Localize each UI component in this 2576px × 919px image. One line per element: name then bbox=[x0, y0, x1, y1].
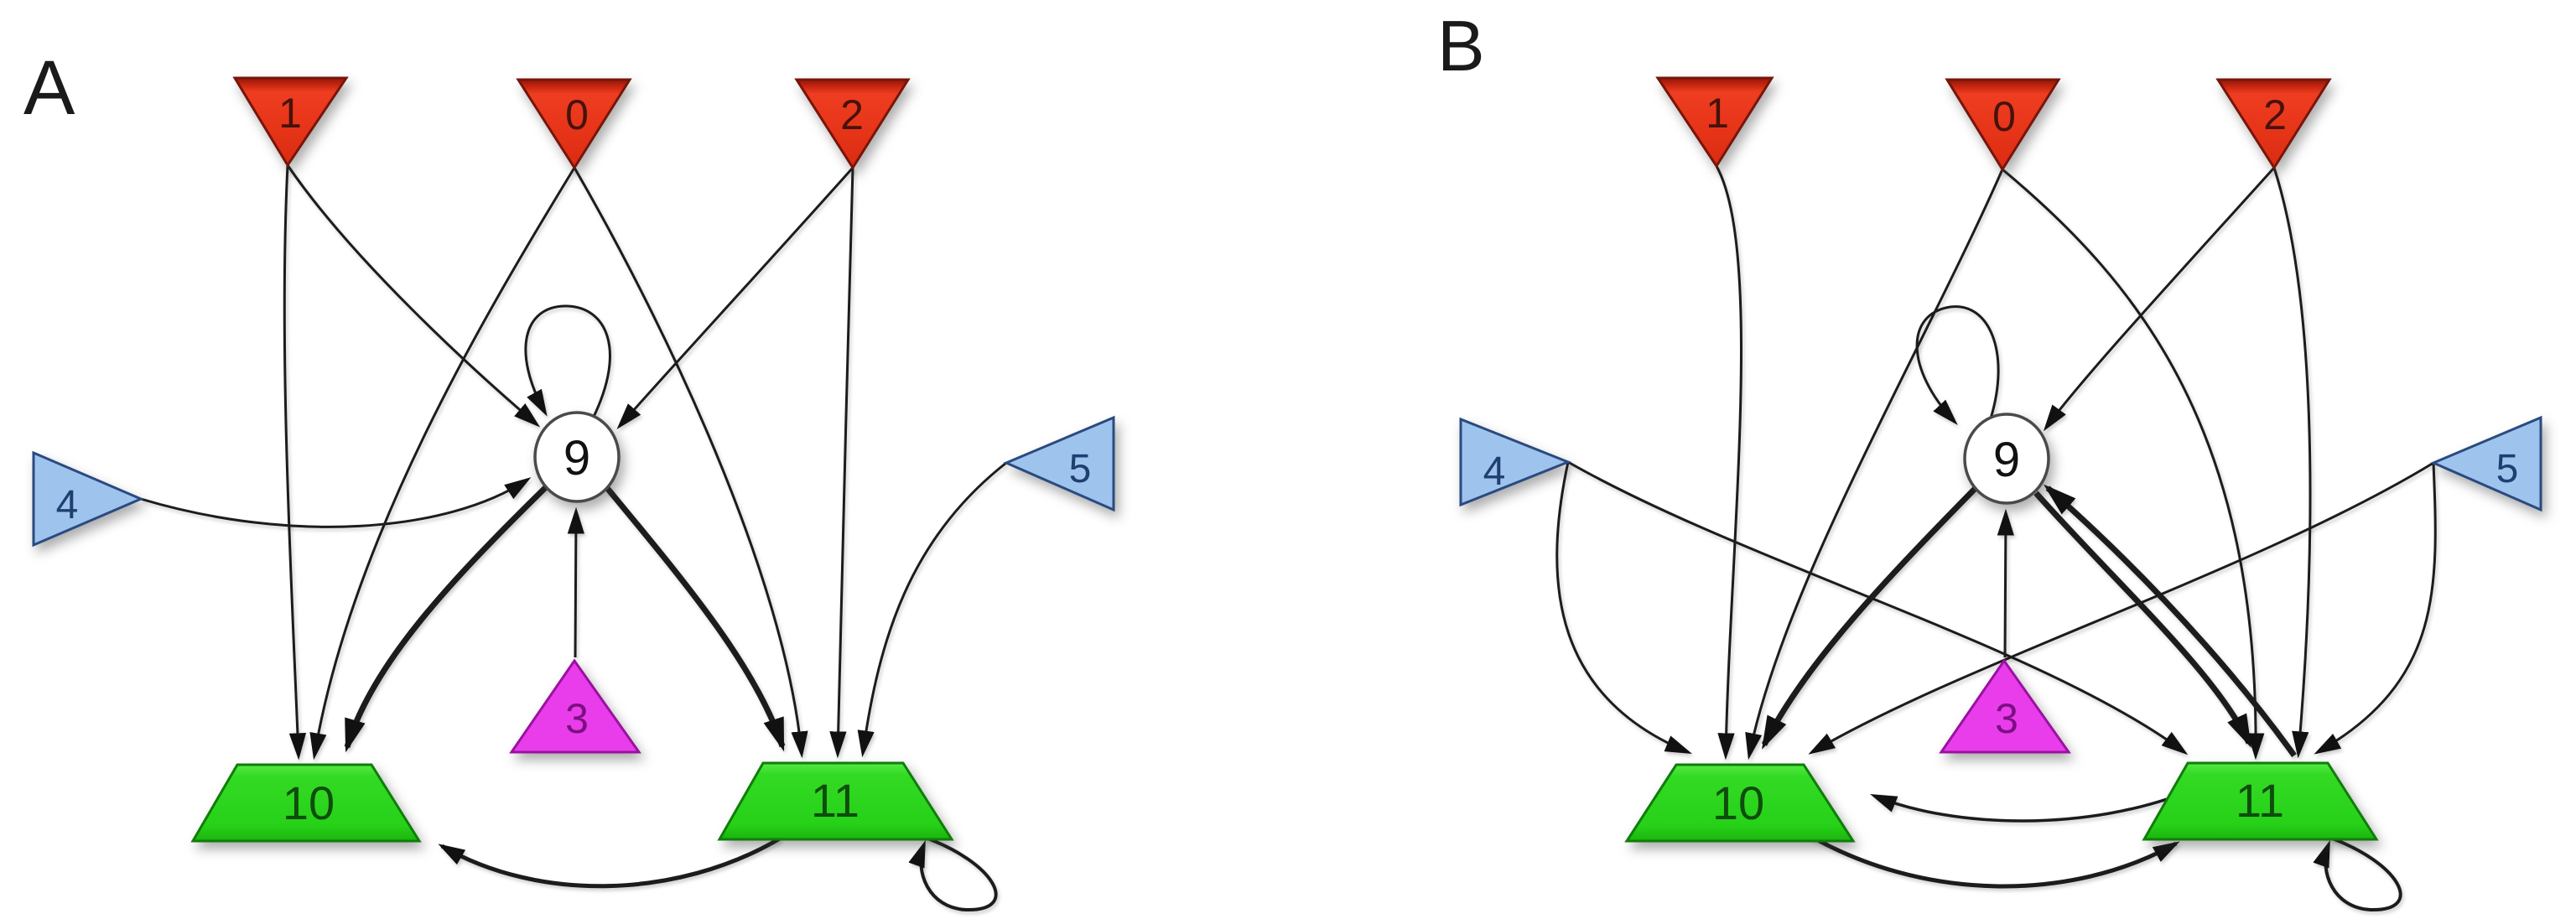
edge-0-to-10 bbox=[1745, 169, 2004, 761]
node-2-label: 2 bbox=[2263, 91, 2287, 138]
edge-4-to-9 bbox=[140, 477, 532, 528]
node-2-top-input-triangle bbox=[794, 78, 911, 170]
node-11-label: 11 bbox=[811, 774, 860, 827]
edge-0-to-11 bbox=[573, 167, 808, 759]
node-10-label: 10 bbox=[283, 776, 335, 829]
edge-11-to-11 bbox=[2313, 834, 2402, 912]
node-9-interneuron-circle bbox=[533, 411, 621, 503]
node-5-label: 5 bbox=[2496, 447, 2519, 491]
edge-11-to-10 bbox=[1870, 789, 2191, 823]
edge-11-to-10 bbox=[438, 836, 782, 889]
edge-9-to-9 bbox=[1915, 305, 2000, 425]
node-3-bottom-input-triangle bbox=[509, 658, 641, 754]
edge-5-to-11 bbox=[857, 461, 1007, 758]
edge-9-to-11 bbox=[2033, 491, 2252, 749]
edge-1-to-10 bbox=[283, 164, 307, 761]
edge-2-to-11 bbox=[829, 167, 854, 759]
edge-4-to-11 bbox=[1567, 460, 2189, 755]
edge-2-to-11 bbox=[2272, 167, 2312, 759]
node-4-left-input-triangle bbox=[1459, 417, 1572, 507]
node-5-right-input-triangle bbox=[2430, 415, 2542, 512]
edge-5-to-11 bbox=[2314, 462, 2437, 755]
node-11-motor-trapezoid bbox=[2142, 761, 2379, 841]
panel-A-label: A bbox=[23, 45, 75, 131]
node-1-top-input-triangle bbox=[1655, 76, 1774, 169]
node-2-top-input-triangle bbox=[2215, 78, 2332, 170]
node-0-top-input-triangle bbox=[1945, 78, 2061, 172]
node-10-motor-trapezoid bbox=[1624, 763, 1856, 843]
edge-1-to-10 bbox=[1715, 165, 1743, 761]
node-4-left-input-triangle bbox=[32, 450, 144, 548]
node-9-label: 9 bbox=[564, 431, 590, 485]
node-1-label: 1 bbox=[1706, 90, 1729, 137]
node-3-label: 3 bbox=[1995, 695, 2018, 742]
edge-9-to-11 bbox=[605, 485, 786, 752]
edge-1-to-9 bbox=[286, 164, 541, 428]
node-9-label: 9 bbox=[1993, 433, 2020, 487]
node-0-label: 0 bbox=[565, 91, 589, 138]
edge-3-to-9 bbox=[1997, 508, 2014, 658]
node-5-right-input-triangle bbox=[1003, 415, 1115, 512]
node-9-interneuron-circle bbox=[1963, 413, 2050, 505]
edge-4-to-10 bbox=[1555, 461, 1692, 755]
edge-0-to-11 bbox=[2002, 168, 2265, 761]
node-10-label: 10 bbox=[1712, 776, 1764, 829]
edge-3-to-9 bbox=[567, 506, 584, 658]
node-3-bottom-input-triangle bbox=[1939, 658, 2071, 754]
edge-2-to-9 bbox=[2043, 166, 2276, 432]
node-5-label: 5 bbox=[1069, 447, 1092, 491]
node-4-label: 4 bbox=[1483, 449, 1506, 494]
node-10-motor-trapezoid bbox=[190, 763, 422, 843]
edge-11-to-9 bbox=[2043, 484, 2297, 758]
edge-0-to-10 bbox=[309, 167, 576, 761]
node-11-motor-trapezoid bbox=[717, 761, 954, 841]
edge-5-to-10 bbox=[1808, 461, 2434, 755]
node-0-label: 0 bbox=[1992, 93, 2016, 140]
node-1-top-input-triangle bbox=[232, 76, 349, 168]
node-3-label: 3 bbox=[565, 695, 589, 742]
edge-10-to-11 bbox=[1803, 830, 2180, 889]
edge-9-to-9 bbox=[524, 304, 611, 419]
node-11-label: 11 bbox=[2236, 774, 2284, 827]
edge-9-to-10 bbox=[344, 485, 548, 753]
edge-2-to-9 bbox=[616, 167, 854, 430]
node-0-top-input-triangle bbox=[516, 78, 632, 170]
node-1-label: 1 bbox=[278, 90, 302, 137]
node-2-label: 2 bbox=[840, 91, 864, 138]
edge-9-to-10 bbox=[1761, 485, 1978, 750]
node-4-label: 4 bbox=[56, 483, 79, 527]
edge-11-to-11 bbox=[908, 834, 998, 912]
panel-B-label: B bbox=[1437, 7, 1485, 86]
